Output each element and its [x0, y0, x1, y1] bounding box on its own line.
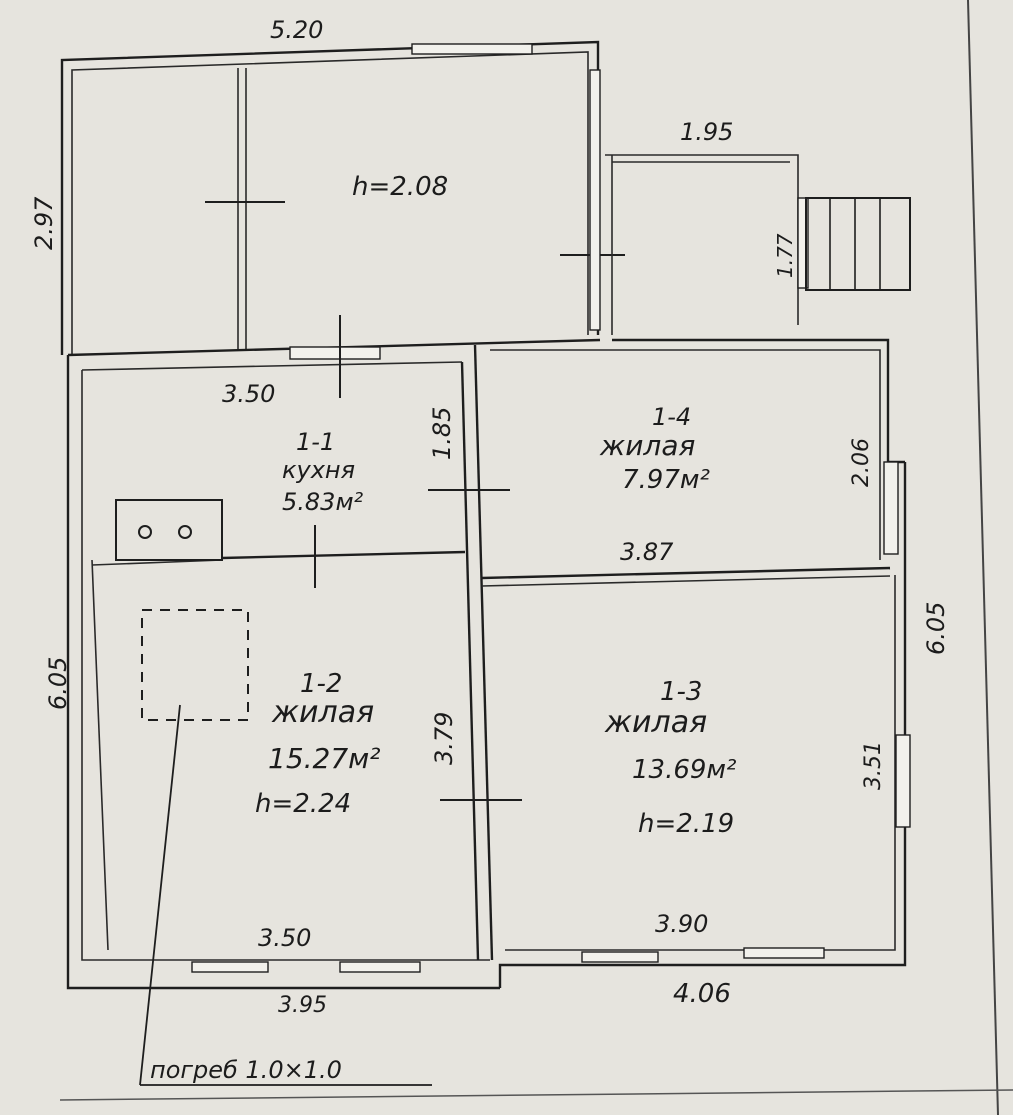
room14-number: 1-4 — [652, 403, 691, 431]
house-walls — [66, 338, 907, 990]
dim-left-total: 6.05 — [44, 657, 72, 710]
window-13b — [743, 947, 825, 959]
room12-number: 1-2 — [300, 669, 342, 699]
window-12b — [339, 961, 421, 973]
room13-area: 13.69м² — [632, 755, 736, 785]
room12-height: h=2.24 — [255, 789, 351, 819]
cellar-label: погреб 1.0×1.0 — [150, 1056, 342, 1084]
annex-window-top — [411, 43, 533, 55]
dim-porch-width: 1.95 — [680, 118, 733, 146]
porch-walls — [589, 69, 809, 335]
dim-porch-depth: 1.77 — [773, 233, 797, 278]
window-13 — [895, 734, 911, 828]
cellar — [139, 609, 432, 1086]
room13-height: h=2.19 — [638, 809, 734, 839]
annex-walls — [60, 40, 625, 355]
kitchen-area: 5.83м² — [282, 488, 364, 516]
dim-room13-depth: 3.51 — [861, 741, 886, 790]
dim-bottom-left: 3.95 — [278, 993, 327, 1018]
sheet-edge-bottom — [59, 1089, 1013, 1101]
sheet-edge-right — [967, 0, 999, 1115]
dim-kitchen-depth: 1.85 — [428, 407, 456, 460]
dim-bottom-right: 4.06 — [673, 979, 731, 1009]
window-kitchen — [289, 346, 381, 360]
dim-room12-depth: 3.79 — [430, 712, 458, 765]
dim-kitchen-width: 3.50 — [222, 380, 275, 408]
room12-area: 15.27м² — [268, 742, 381, 775]
room14-name: жилая — [599, 429, 695, 462]
room14-area: 7.97м² — [622, 465, 710, 495]
door-marks — [314, 315, 522, 801]
kitchen-number: 1-1 — [296, 428, 335, 456]
stove — [115, 499, 223, 561]
kitchen-name: кухня — [282, 456, 355, 484]
room12-name: жилая — [271, 695, 374, 730]
burner-right — [178, 525, 192, 539]
window-13a — [581, 951, 659, 963]
window-12a — [191, 961, 269, 973]
porch-door-frame — [797, 197, 809, 289]
dim-room12-width: 3.50 — [258, 924, 311, 952]
room13-number: 1-3 — [660, 677, 702, 707]
porch-steps — [805, 197, 911, 291]
window-14 — [883, 461, 899, 555]
room13-name: жилая — [604, 705, 707, 740]
dim-room14-depth: 2.06 — [849, 438, 874, 487]
dim-left-upper: 2.97 — [30, 196, 58, 250]
windows — [191, 346, 911, 973]
cellar-leader — [139, 704, 181, 1086]
annex-height: h=2.08 — [352, 172, 448, 202]
dim-room13-width: 3.90 — [655, 910, 708, 938]
dim-top-width: 5.20 — [270, 16, 323, 44]
dim-right-total: 6.05 — [922, 602, 950, 655]
burner-left — [138, 525, 152, 539]
dim-room14-width: 3.87 — [620, 538, 674, 566]
